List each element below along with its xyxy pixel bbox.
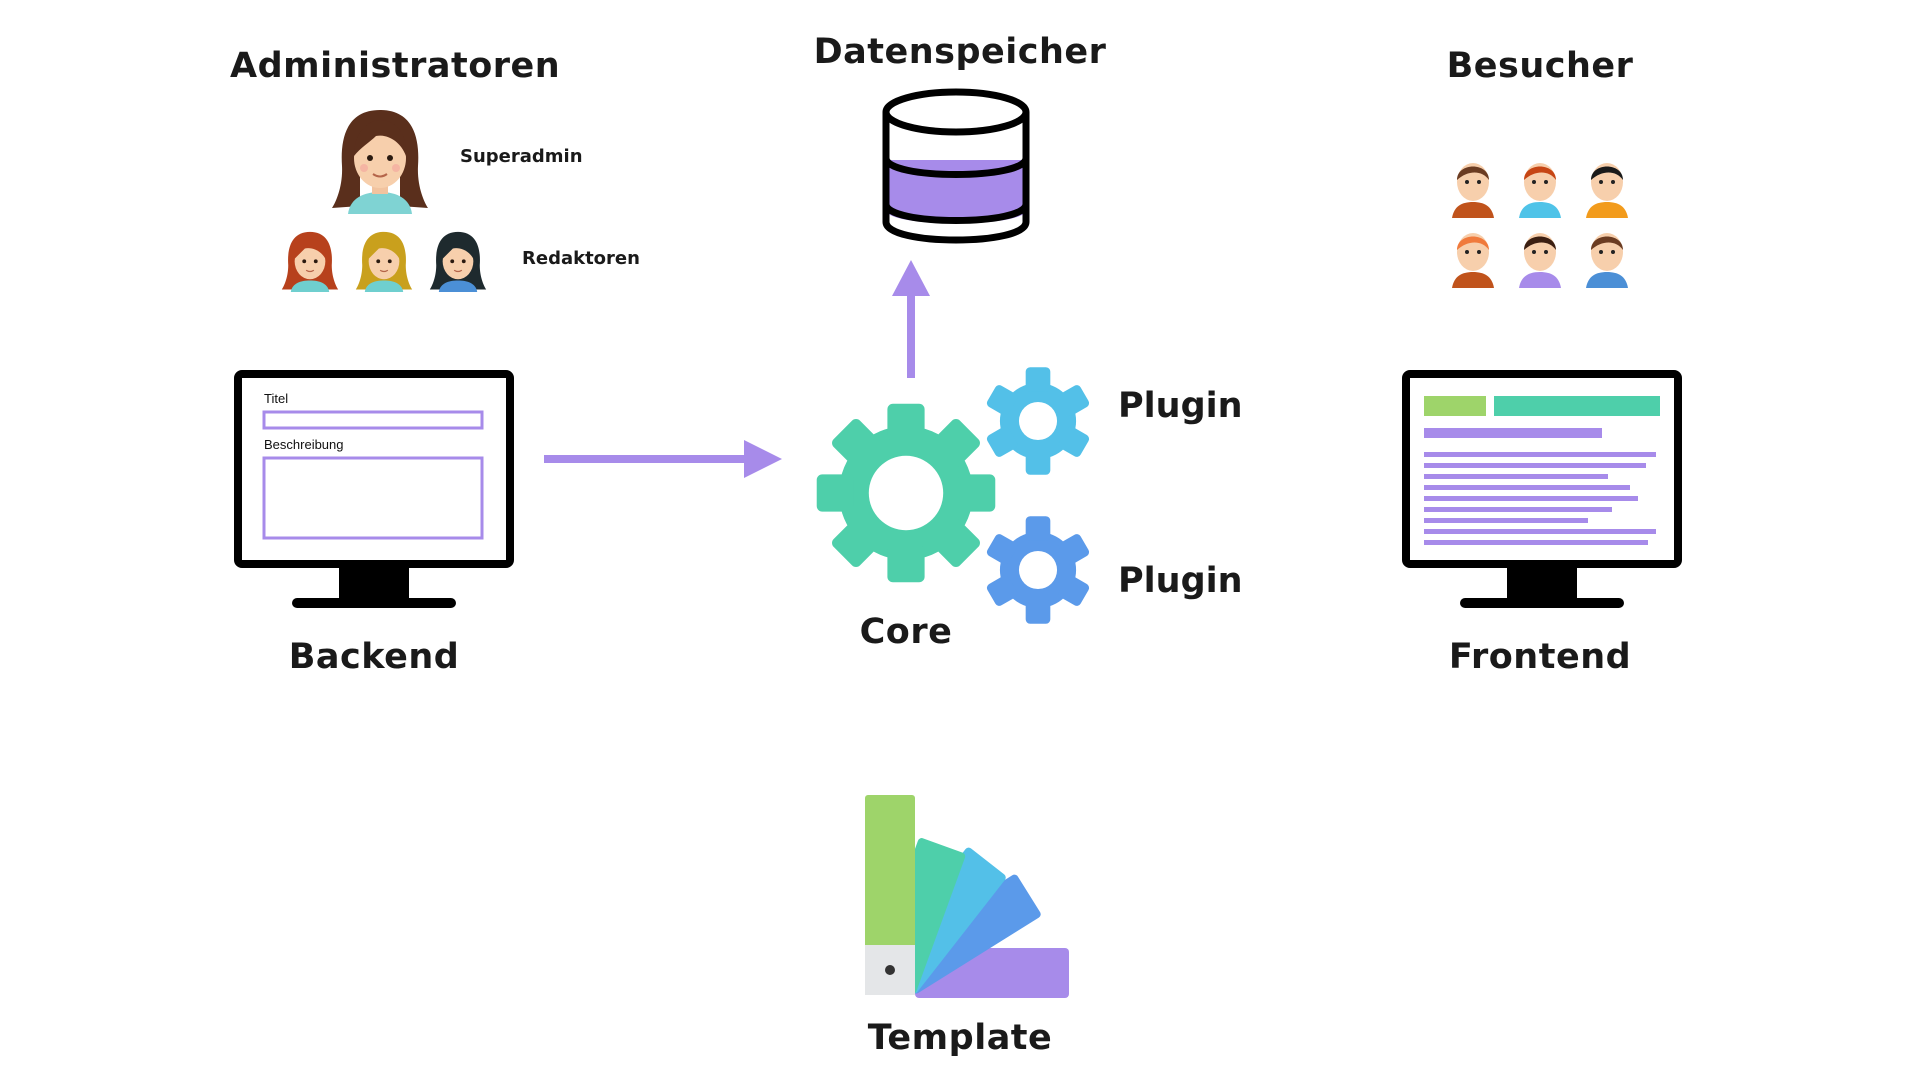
color-swatch-icon [865,795,1069,998]
plugin-label: Plugin [1118,386,1243,426]
plugin-gear-icon [986,516,1090,624]
backend-monitor-icon: Titel Beschreibung [234,370,514,608]
backend-label: Backend [288,637,460,677]
frontend-label: Frontend [1448,637,1632,677]
database-icon [882,88,1030,244]
editor-avatar-icon [281,231,339,292]
arrow-up-icon [892,260,930,378]
superadmin-label: Superadmin [460,146,583,167]
editor-avatar-icon [355,231,413,292]
visitors-avatars-icon [1452,163,1628,288]
form-description-label: Beschreibung [264,437,344,452]
visitors-title: Besucher [1446,46,1634,86]
storage-title: Datenspeicher [813,32,1107,72]
frontend-monitor-icon [1402,370,1682,608]
template-label: Template [867,1018,1053,1058]
admins-title: Administratoren [230,46,561,86]
arrow-right-icon [544,440,782,478]
plugin-gear-icon [986,367,1090,475]
editor-avatar-icon [429,231,487,292]
superadmin-avatar-icon [332,110,428,214]
plugin-label: Plugin [1118,561,1243,601]
editors-label: Redaktoren [522,248,640,269]
core-gear-icon [816,403,996,583]
core-label: Core [859,612,953,652]
form-title-label: Titel [264,391,288,406]
